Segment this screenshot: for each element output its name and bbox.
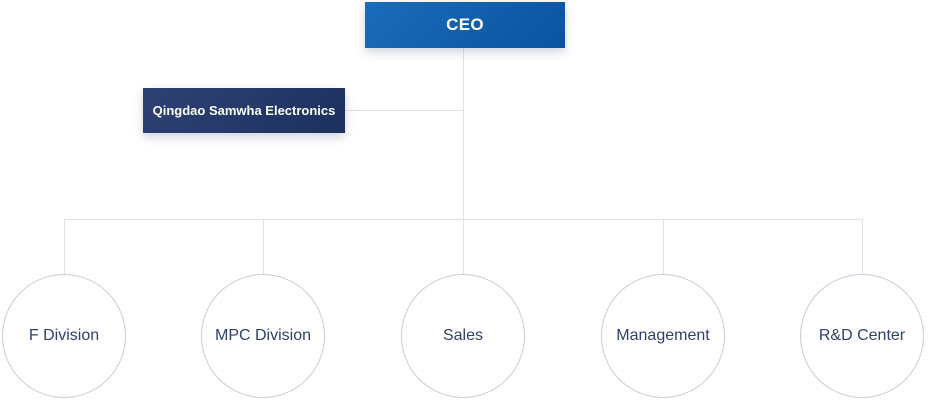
org-node-management: Management (601, 274, 725, 398)
org-node-rd-center: R&D Center (800, 274, 924, 398)
connector-drop-mpc-division (263, 220, 264, 274)
org-node-mpc-division: MPC Division (201, 274, 325, 398)
org-node-f-division-label: F Division (28, 327, 100, 344)
org-node-qingdao-label: Qingdao Samwha Electronics (152, 103, 336, 118)
org-node-f-division: F Division (2, 274, 126, 398)
org-node-mpc-division-label: MPC Division (214, 327, 311, 344)
org-node-sales-label: Sales (442, 327, 484, 344)
connector-drop-sales (463, 220, 464, 274)
org-node-ceo-label: CEO (446, 15, 484, 34)
connector-ceo-vertical (463, 48, 464, 219)
org-node-ceo: CEO (365, 2, 565, 48)
org-node-qingdao-samwha-electronics: Qingdao Samwha Electronics (143, 88, 345, 133)
connector-branch-horizontal (64, 219, 863, 220)
org-node-sales: Sales (401, 274, 525, 398)
org-node-rd-center-label: R&D Center (818, 327, 906, 344)
connector-drop-rd-center (862, 220, 863, 274)
org-node-management-label: Management (616, 327, 710, 344)
connector-affiliate-horizontal (345, 110, 463, 111)
connector-drop-f-division (64, 220, 65, 274)
connector-drop-management (663, 220, 664, 274)
